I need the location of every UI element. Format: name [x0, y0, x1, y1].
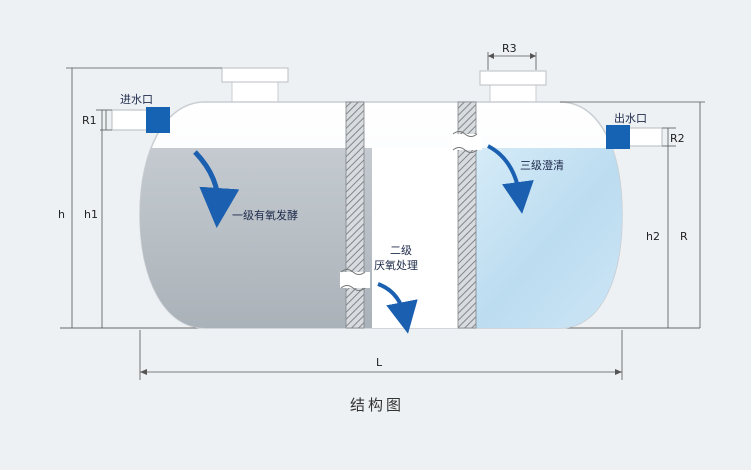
- dim-L-label: L: [376, 356, 383, 369]
- inlet-pipe: [111, 107, 170, 133]
- baffle-wall-2: [452, 101, 482, 329]
- dim-R2-label: R2: [670, 132, 685, 145]
- dim-R1-label: R1: [82, 114, 97, 127]
- dimension-lines: [66, 52, 705, 380]
- dimension-arrowheads: [140, 53, 622, 375]
- dim-R3-label: R3: [502, 42, 517, 55]
- chamber-3-liquid: [466, 148, 622, 328]
- dim-R-label: R: [680, 230, 688, 243]
- dim-h-label: h: [58, 208, 65, 221]
- baffle-wall-1: [340, 101, 370, 329]
- dim-h2-label: h2: [646, 230, 660, 243]
- stage1-label: 一级有氧发酵: [232, 208, 298, 222]
- inlet-label: 进水口: [120, 93, 153, 106]
- stage2-label-line1: 二级: [390, 244, 412, 257]
- dim-h1-label: h1: [84, 208, 98, 221]
- stage3-label: 三级澄清: [520, 158, 564, 172]
- outlet-pipe: [606, 125, 663, 149]
- stage2-label-line2: 厌氧处理: [374, 258, 418, 272]
- flow-arrow-stage2: [377, 282, 418, 334]
- chamber-1-liquid: [140, 148, 378, 328]
- outlet-label: 出水口: [614, 111, 647, 125]
- flow-arrow-stage3: [487, 144, 534, 214]
- diagram-caption: 结构图: [350, 396, 404, 414]
- chamber-2: [372, 148, 466, 328]
- flow-arrow-stage1: [193, 150, 240, 228]
